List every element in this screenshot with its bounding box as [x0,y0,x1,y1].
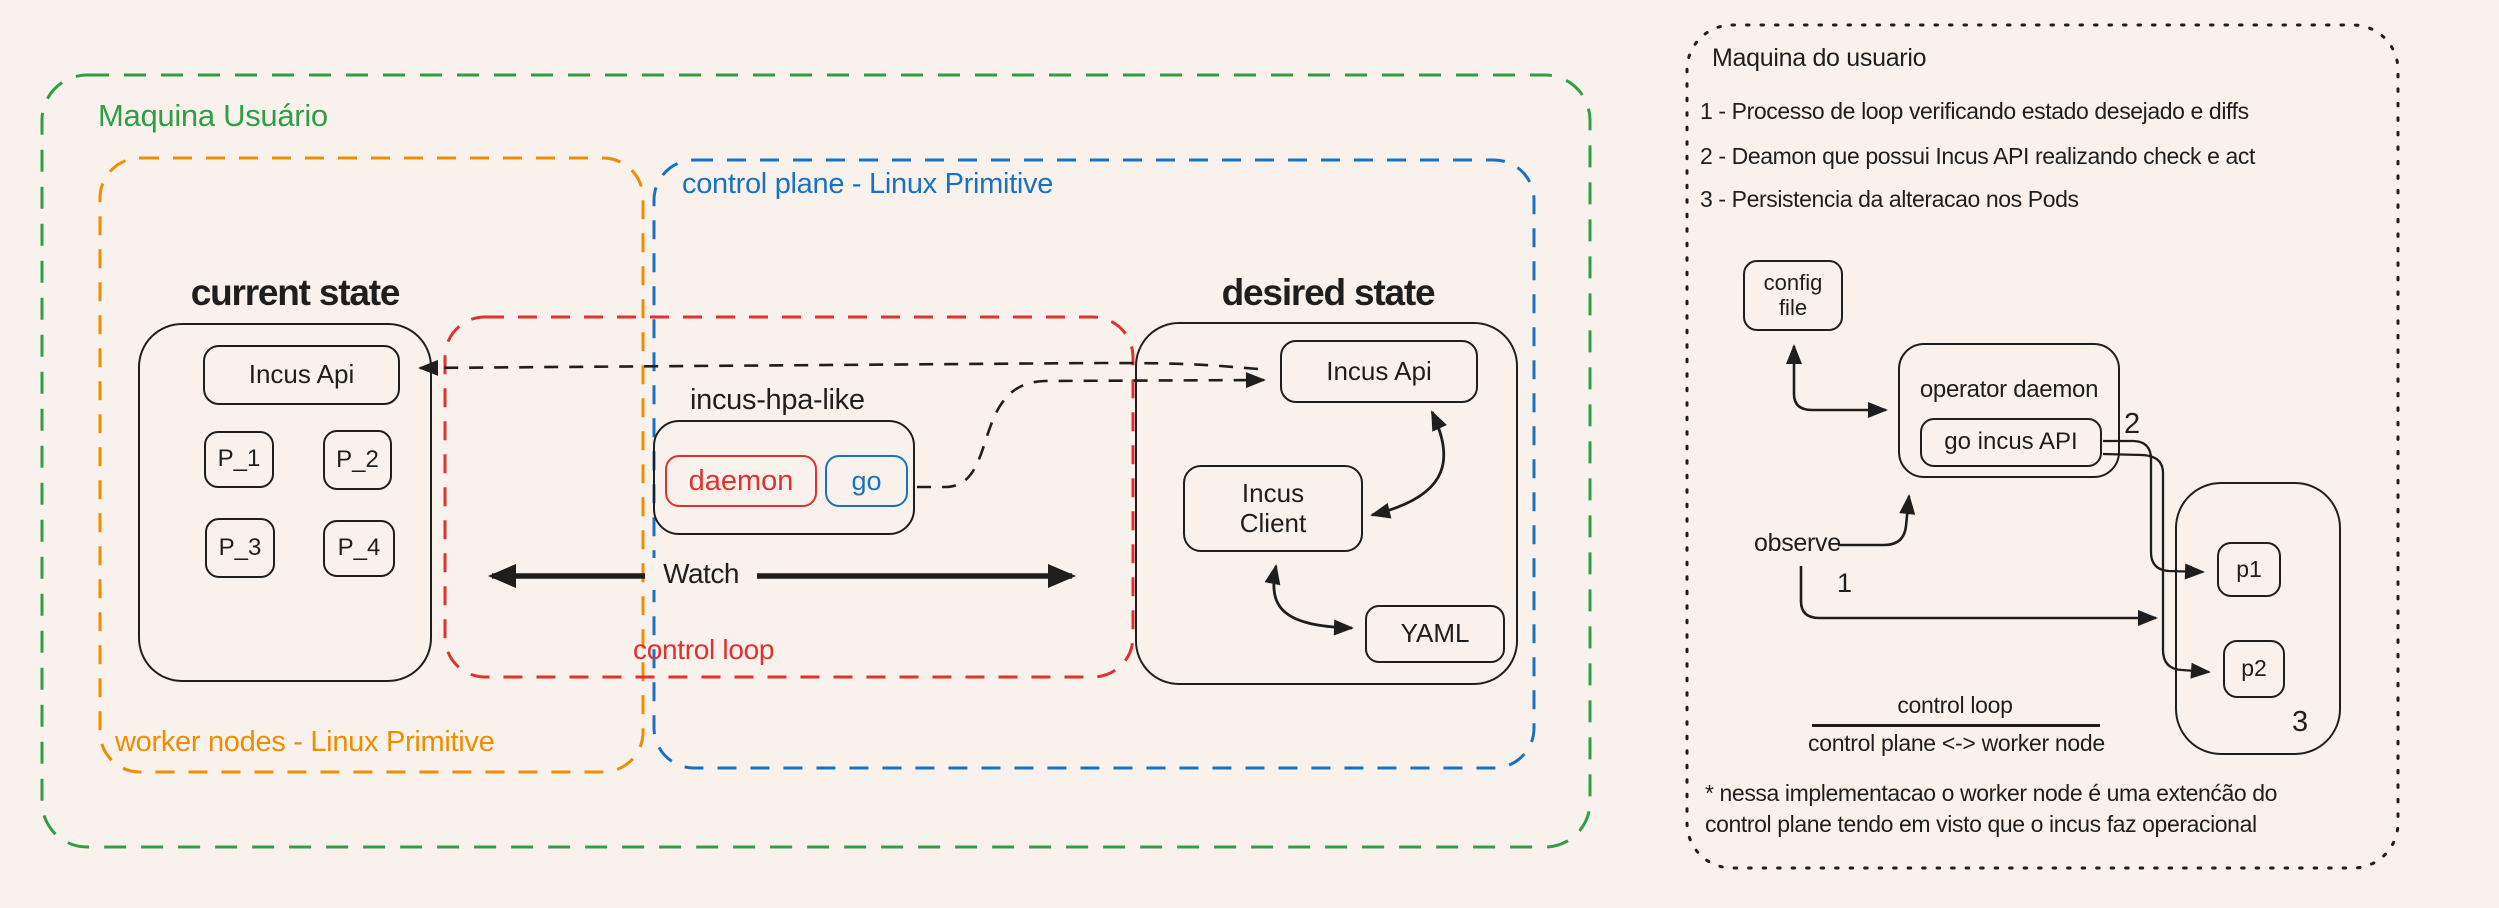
side-pod-node: p2 [2223,640,2285,698]
current-state-title: current state [190,272,401,313]
operator-daemon-label: operator daemon [1919,376,2099,403]
user-machine-label: Maquina Usuário [98,98,328,133]
step-1-marker: 1 [1837,568,1852,598]
desired-state-title: desired state [1221,272,1436,313]
side-pod-node: p1 [2217,542,2281,597]
incus-client-node: Incus Client [1183,465,1363,552]
hpa-title: incus-hpa-like [690,384,865,416]
desired-state-container [1135,322,1518,685]
ratio-numerator: control loop [1897,692,2013,718]
observe-label: observe [1754,529,1841,557]
ratio-divider [1812,724,2100,727]
worker-nodes-label: worker nodes - Linux Primitive [115,726,495,758]
step-3-marker: 3 [2292,706,2308,738]
step-2-marker: 2 [2124,408,2140,440]
operator-daemon-container [1898,343,2120,478]
config-file-node: config file [1743,260,1843,331]
footnote-line: control plane tendo em visto que o incus… [1705,811,2257,837]
pod-node: P_3 [205,518,275,578]
step1-arrow [1799,566,2158,626]
observe-arrow [1838,494,1916,547]
note-item: 1 - Processo de loop verificando estado … [1700,98,2249,124]
side-pods-container [2175,482,2341,755]
daemon-node: daemon [665,455,817,507]
side-panel-title: Maquina do usuario [1712,44,1927,72]
yaml-node: YAML [1365,605,1505,663]
note-item: 3 - Persistencia da alteracao nos Pods [1700,186,2079,212]
pod-node: P_4 [323,520,395,577]
go-node: go [825,455,908,507]
footnote-line: * nessa implementacao o worker node é um… [1705,780,2278,806]
control-loop-label: control loop [633,634,775,665]
desired-incus-api-node: Incus Api [1280,340,1478,403]
config-operator-arrow [1786,344,1888,418]
current-state-container [138,323,432,682]
desired-to-current-dashed-arrow [418,359,1259,376]
go-incus-api-node: go incus API [1920,418,2102,467]
control-plane-label: control plane - Linux Primitive [682,168,1054,200]
watch-label: Watch [645,558,757,590]
pod-node: P_1 [204,431,274,488]
ratio-denominator: control plane <-> worker node [1808,730,2105,756]
hpa-container [653,420,915,535]
note-item: 2 - Deamon que possui Incus API realizan… [1700,143,2256,169]
pod-node: P_2 [323,430,392,490]
current-incus-api-node: Incus Api [203,345,400,405]
